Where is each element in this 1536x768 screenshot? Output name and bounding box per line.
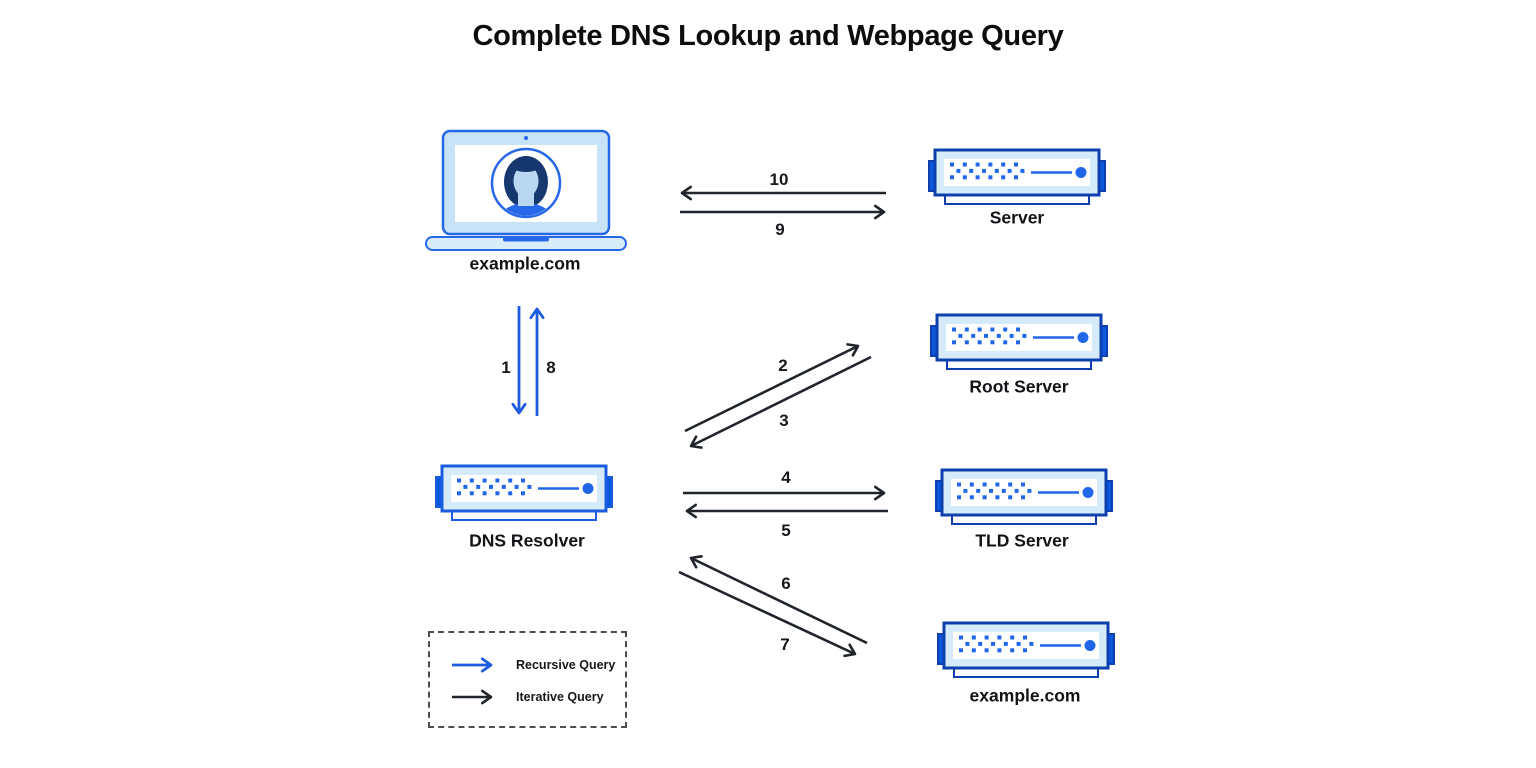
step-2: 2 <box>778 356 788 375</box>
dns-resolver-label: DNS Resolver <box>469 530 585 551</box>
step-9: 9 <box>775 220 785 239</box>
tld-server-label: TLD Server <box>975 530 1069 551</box>
step-10: 10 <box>769 170 789 189</box>
recursive-query-label: Recursive Query <box>516 658 616 672</box>
origin-server-icon <box>937 621 1115 686</box>
root-server-icon <box>930 313 1108 378</box>
legend-row-iterative: Iterative Query <box>450 689 604 705</box>
page-title: Complete DNS Lookup and Webpage Query <box>472 20 1064 52</box>
arrow-6 <box>689 554 868 645</box>
root-server-label: Root Server <box>969 376 1069 397</box>
step-7: 7 <box>780 635 790 654</box>
step-5: 5 <box>781 521 791 540</box>
dns-resolver-icon <box>435 464 613 529</box>
legend-box: Recursive Query Iterative Query <box>428 631 627 728</box>
iterative-query-label: Iterative Query <box>516 690 604 704</box>
arrow-2 <box>684 343 860 433</box>
legend-row-recursive: Recursive Query <box>450 657 615 673</box>
tld-server-icon <box>935 468 1113 533</box>
origin-server-label: example.com <box>969 685 1081 706</box>
recursive-arrow-icon <box>452 657 493 673</box>
webcam-dot <box>524 136 528 140</box>
server-icon <box>928 148 1106 213</box>
client-label: example.com <box>469 253 581 274</box>
step-4: 4 <box>781 468 791 487</box>
laptop-icon <box>424 128 628 257</box>
iterative-arrow-icon <box>452 689 493 705</box>
step-6: 6 <box>781 574 791 593</box>
user-avatar <box>490 147 562 219</box>
step-1: 1 <box>501 358 511 377</box>
step-3: 3 <box>779 411 789 430</box>
server-label: Server <box>989 207 1045 228</box>
step-8: 8 <box>546 358 556 377</box>
arrow-7 <box>678 570 857 658</box>
